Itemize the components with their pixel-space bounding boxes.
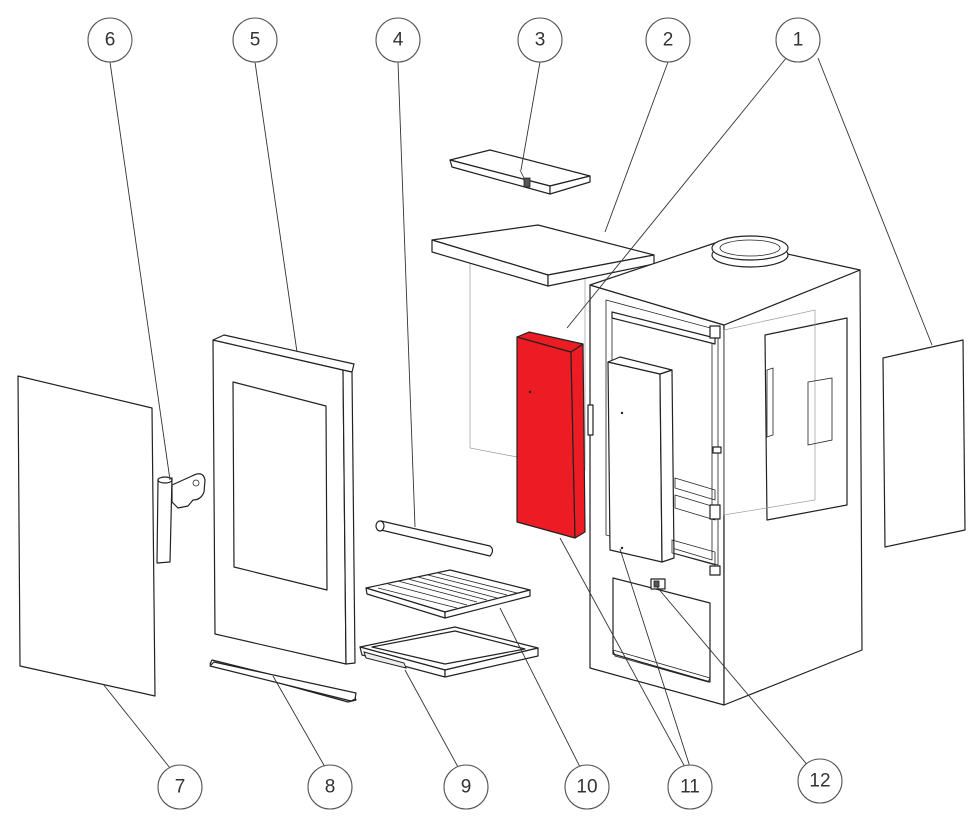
callout-10: 10	[564, 764, 610, 810]
part-12-catch	[650, 578, 666, 590]
callout-5: 5	[232, 17, 278, 63]
part-3-top-bracket	[449, 149, 591, 195]
svg-text:5: 5	[250, 30, 261, 51]
callout-8: 8	[307, 764, 353, 810]
svg-text:3: 3	[535, 30, 546, 51]
svg-text:10: 10	[576, 777, 597, 798]
part-10-grate	[365, 569, 531, 619]
callout-3: 3	[517, 17, 563, 63]
callout-6: 6	[87, 17, 133, 63]
stove-body	[587, 235, 863, 706]
callout-12: 12	[797, 758, 843, 804]
callout-9: 9	[443, 764, 489, 810]
part-1-side-panel-right	[882, 339, 966, 548]
part-9-ash-pan	[359, 626, 539, 678]
callout-2: 2	[645, 17, 691, 63]
callout-7: 7	[157, 764, 203, 810]
part-4-rod	[375, 520, 494, 557]
callout-1: 1	[775, 17, 821, 63]
part-8-bottom-rail	[209, 661, 357, 702]
callout-4: 4	[375, 17, 421, 63]
part-11-baffle-plate-highlighted	[516, 331, 586, 539]
callouts: 1 2 3 4 5 6 7 8	[87, 17, 843, 810]
svg-text:2: 2	[663, 30, 674, 51]
svg-text:6: 6	[105, 30, 116, 51]
part-5-door-frame	[209, 334, 357, 703]
svg-text:8: 8	[325, 777, 336, 798]
svg-text:4: 4	[393, 30, 404, 51]
leader-lines	[102, 56, 933, 769]
svg-text:1: 1	[793, 30, 804, 51]
svg-text:11: 11	[680, 777, 700, 798]
svg-text:12: 12	[809, 771, 830, 792]
part-7-side-panel-left	[17, 375, 156, 697]
svg-text:7: 7	[175, 777, 186, 798]
callout-11: 11	[667, 764, 713, 810]
part-6-door-handle	[156, 473, 206, 564]
svg-text:9: 9	[461, 777, 472, 798]
